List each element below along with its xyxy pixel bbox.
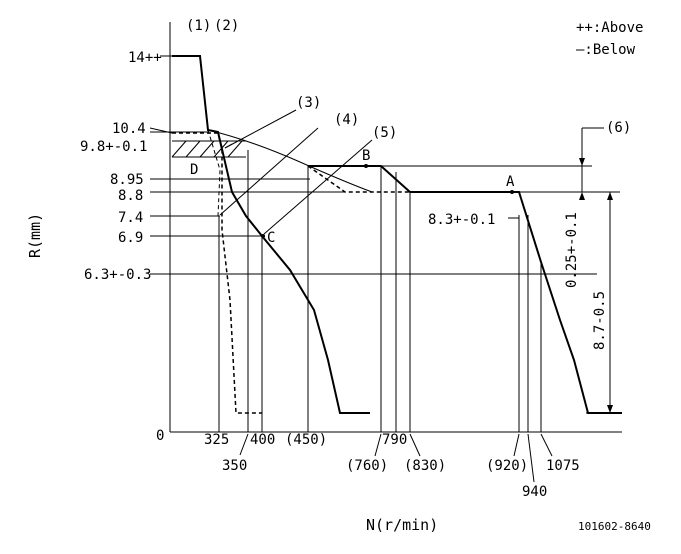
x-leader-1075 [540, 433, 553, 457]
legend-above: ++:Above [576, 20, 643, 36]
callout-1: (1) [186, 18, 211, 34]
leader-3 [224, 109, 297, 149]
y-label-14: 14++ [128, 50, 162, 66]
x-label-350: 350 [222, 458, 247, 474]
legend-below: —:Below [576, 42, 636, 58]
point-d-label: D [190, 162, 198, 178]
x-leader-830 [409, 433, 421, 457]
characteristic-dashed-curve [172, 132, 262, 414]
x-leader-920 [513, 433, 520, 457]
point-c-marker [261, 234, 265, 238]
x-label-400: 400 [250, 432, 275, 448]
callout-2: (2) [214, 18, 239, 34]
point-c-label: C [267, 230, 275, 246]
y-label-6-9: 6.9 [118, 230, 143, 246]
x-leader-940 [527, 433, 535, 483]
characteristic-solid-curve [172, 55, 370, 414]
y-axis-title: R(mm) [26, 213, 44, 258]
leader-4 [219, 127, 319, 216]
x-label-830: (830) [404, 458, 446, 474]
leader-3-arrow [224, 143, 233, 149]
y-label-6-3: 6.3+-0.3 [84, 267, 151, 283]
x-leader-760 [374, 433, 382, 457]
upper-limit-curve [207, 129, 373, 193]
origin-label: 0 [156, 428, 164, 444]
point-a-marker [510, 190, 514, 194]
x-label-920: (920) [486, 458, 528, 474]
leader-5 [263, 139, 373, 235]
x-label-790: 790 [382, 432, 407, 448]
y-label-8-95: 8.95 [110, 172, 144, 188]
dim-arrow-87-bottom [607, 405, 613, 413]
callout-4: (4) [334, 112, 359, 128]
y-label-8-8: 8.8 [118, 188, 143, 204]
dim-arrow-87-top [607, 192, 613, 200]
dim-label-87: 8.7-0.5 [592, 291, 608, 350]
x-axis-title: N(r/min) [366, 516, 438, 534]
callout-6: (6) [606, 120, 631, 136]
y-label-9-8: 9.8+-0.1 [80, 139, 147, 155]
dim-arrow-025-top [579, 158, 585, 166]
hatched-zone [171, 140, 246, 158]
x-label-325: 325 [204, 432, 229, 448]
x-leader-350 [239, 433, 249, 456]
y-label-10-4: 10.4 [112, 121, 146, 137]
y-label-7-4: 7.4 [118, 210, 143, 226]
point-a-label: A [506, 174, 515, 190]
x-label-450: (450) [285, 432, 327, 448]
characteristic-dashed-mid [307, 165, 410, 193]
characteristic-solid-high [308, 165, 622, 414]
x-label-760: (760) [346, 458, 388, 474]
dim-arrow-025-bottom [579, 192, 585, 200]
a-level-label: 8.3+-0.1 [428, 212, 495, 228]
characteristic-dashed-left [207, 129, 221, 217]
leader-10-4 [149, 127, 173, 134]
dim-label-025: 0.25+-0.1 [564, 212, 580, 288]
x-label-1075: 1075 [546, 458, 580, 474]
point-b-label: B [362, 148, 370, 164]
callout-3: (3) [296, 95, 321, 111]
x-label-940: 940 [522, 484, 547, 500]
callout-5: (5) [372, 125, 397, 141]
point-b-marker [364, 164, 368, 168]
drawing-code: 101602-8640 [578, 520, 651, 533]
